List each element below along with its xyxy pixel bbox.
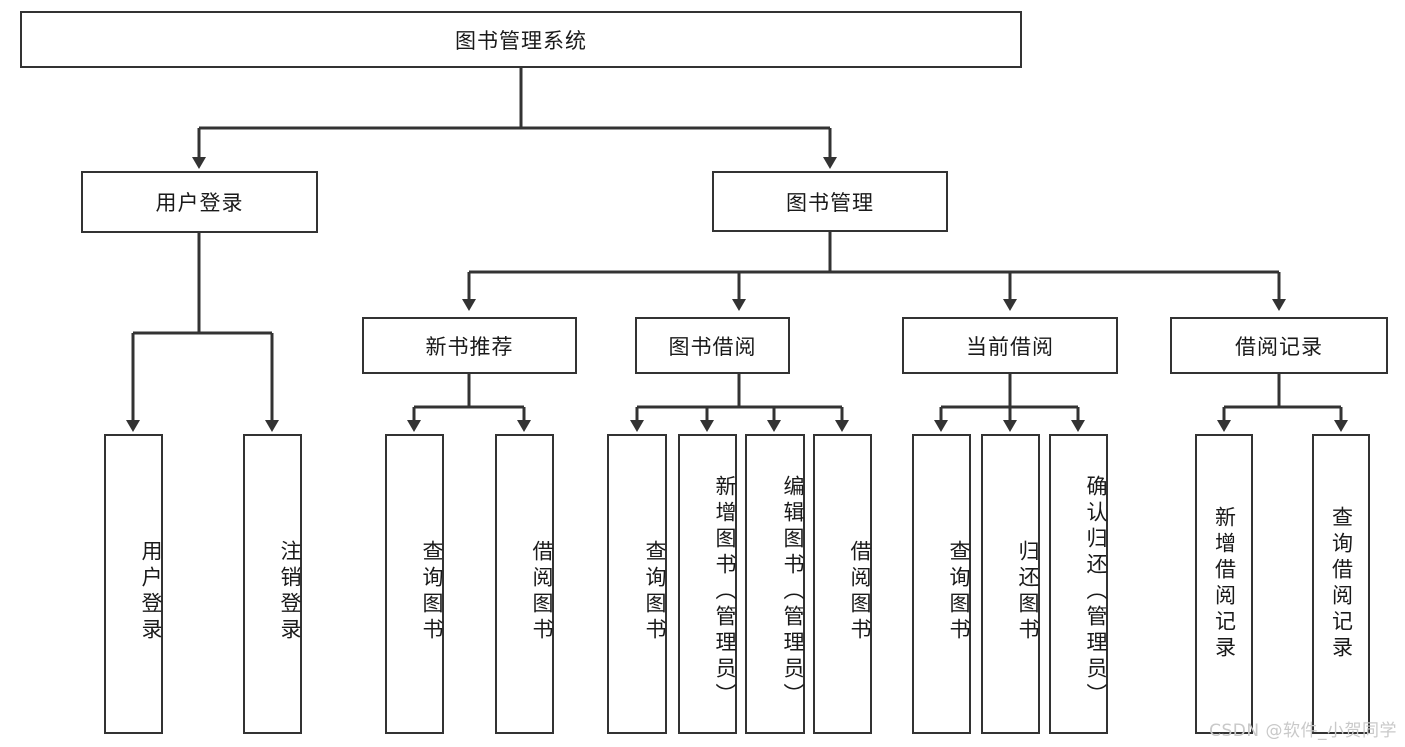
node-borrow-record[interactable]: 借阅记录 xyxy=(1170,317,1388,374)
leaf-query-book-borrow[interactable]: 查询图书 xyxy=(607,434,667,734)
leaf-confirm-return-admin[interactable]: 确认归还（管理员） xyxy=(1049,434,1108,734)
watermark: CSDN @软件_小贺同学 xyxy=(1209,721,1397,741)
leaf-add-borrow-record[interactable]: 新增借阅记录 xyxy=(1195,434,1253,734)
node-book-management[interactable]: 图书管理 xyxy=(712,171,948,232)
leaf-query-book-current[interactable]: 查询图书 xyxy=(912,434,971,734)
leaf-return-book[interactable]: 归还图书 xyxy=(981,434,1040,734)
node-new-book-recommend[interactable]: 新书推荐 xyxy=(362,317,577,374)
leaf-query-borrow-record[interactable]: 查询借阅记录 xyxy=(1312,434,1370,734)
node-user-login[interactable]: 用户登录 xyxy=(81,171,318,233)
node-current-borrow[interactable]: 当前借阅 xyxy=(902,317,1118,374)
node-book-borrow[interactable]: 图书借阅 xyxy=(635,317,790,374)
leaf-query-book-recommend[interactable]: 查询图书 xyxy=(385,434,444,734)
node-root-system[interactable]: 图书管理系统 xyxy=(20,11,1022,68)
leaf-edit-book-admin[interactable]: 编辑图书（管理员） xyxy=(745,434,805,734)
leaf-borrow-book-recommend[interactable]: 借阅图书 xyxy=(495,434,554,734)
leaf-add-book-admin[interactable]: 新增图书（管理员） xyxy=(678,434,737,734)
leaf-user-login[interactable]: 用户登录 xyxy=(104,434,163,734)
leaf-borrow-book-borrow[interactable]: 借阅图书 xyxy=(813,434,872,734)
leaf-logout[interactable]: 注销登录 xyxy=(243,434,302,734)
